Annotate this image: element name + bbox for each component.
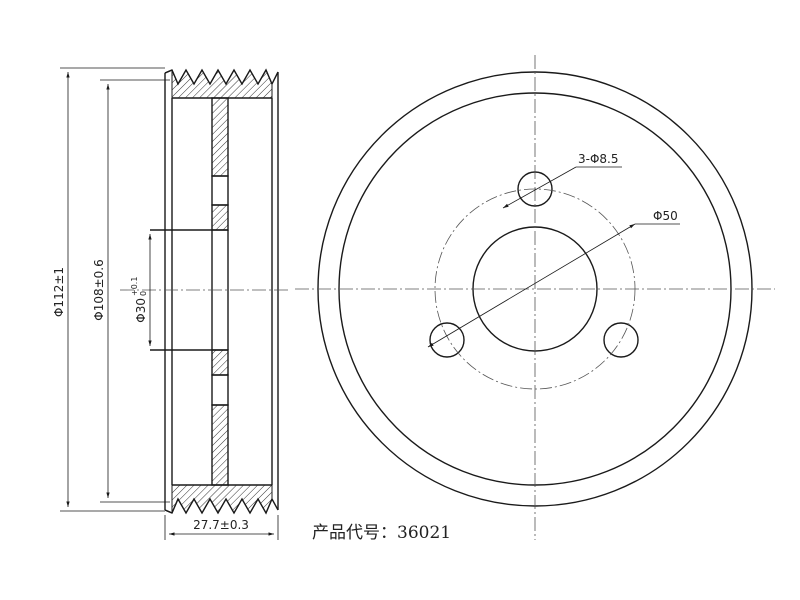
pulley-outer-profile <box>164 69 279 514</box>
side-section-view <box>150 68 279 515</box>
dim-holes-text: 3-Φ8.5 <box>578 152 619 166</box>
dim-width-text: 27.7±0.3 <box>193 518 249 532</box>
leader-pitch-circle <box>427 223 636 348</box>
product-code-label: 产品代号：36021 <box>312 523 451 543</box>
dim-outer-diameter-text: Φ112±1 <box>52 267 66 317</box>
dim-bore-tol-upper: +0.1 <box>130 277 139 296</box>
bolt-hole-right <box>603 322 639 358</box>
web-hatch-mid-upper <box>211 204 229 231</box>
dim-bore-text: Φ30 <box>134 298 148 323</box>
dim-groove-diameter-text: Φ108±0.6 <box>92 259 106 321</box>
dim-pitch-circle-text: Φ50 <box>653 209 678 223</box>
web-hatch-lower <box>211 404 229 486</box>
dim-bore-tol-lower: 0 <box>139 291 148 296</box>
web-hole-upper <box>211 175 229 206</box>
web-hatch-upper <box>211 97 229 177</box>
hatch-top-rim <box>171 68 273 99</box>
front-leaders <box>427 166 680 348</box>
dim-bore-text-group: Φ30 +0.1 0 <box>130 277 148 323</box>
side-dimensions <box>60 67 279 540</box>
hatch-bottom-rim <box>171 484 273 515</box>
web-hatch-mid-lower <box>211 349 229 376</box>
leader-holes <box>502 166 577 209</box>
bolt-hole-left <box>429 322 465 358</box>
front-center-lines <box>295 55 775 540</box>
web-hole-lower <box>211 374 229 406</box>
